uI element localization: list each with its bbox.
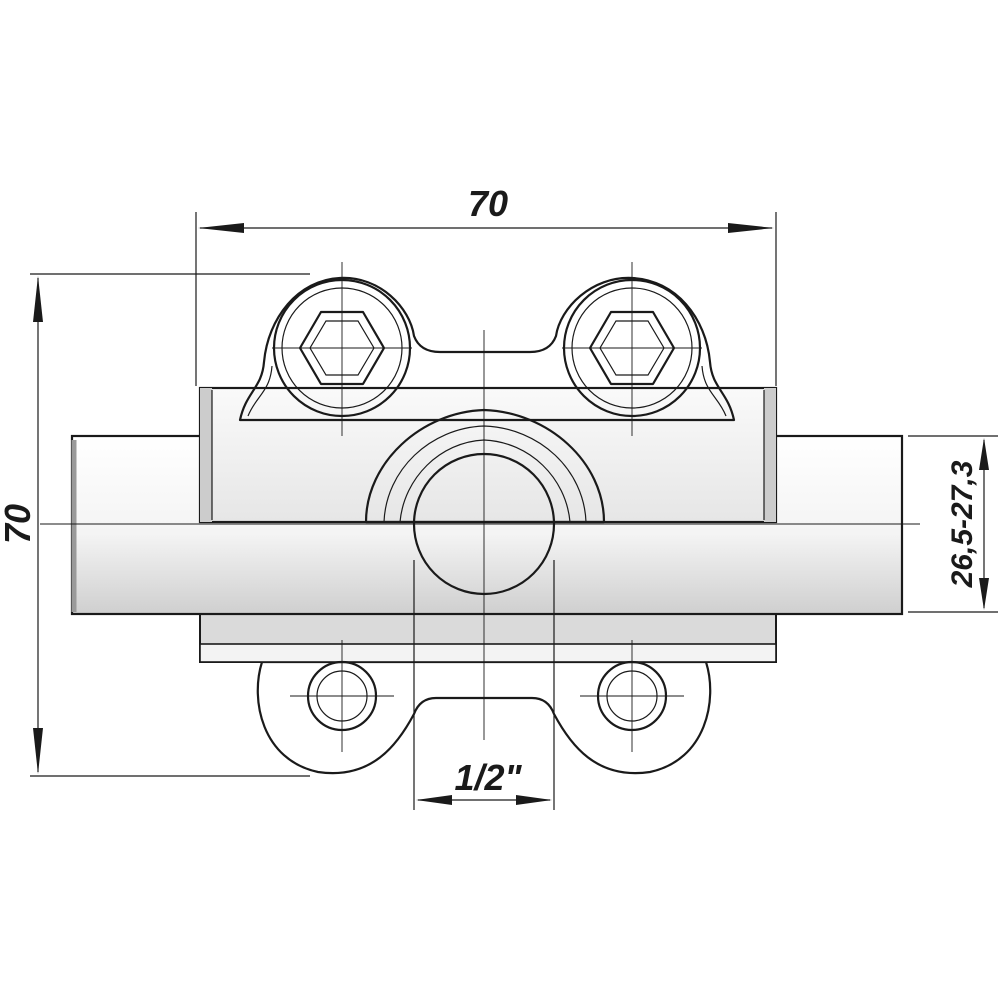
center-lines (40, 262, 920, 752)
upper-saddle-lugs (238, 276, 736, 422)
height-dimension-label: 70 (0, 504, 38, 544)
dimension-height: 70 (0, 273, 310, 777)
pipe-diameter-label: 26,5-27,3 (946, 460, 979, 588)
dimension-pipe-diameter: 26,5-27,3 (908, 435, 998, 613)
lower-clamp-half (199, 613, 777, 775)
dimension-outlet: 1/2" (413, 560, 555, 810)
outlet-thread-label: 1/2" (454, 757, 522, 798)
dimension-width: 70 (195, 183, 777, 386)
width-dimension-label: 70 (468, 183, 508, 224)
